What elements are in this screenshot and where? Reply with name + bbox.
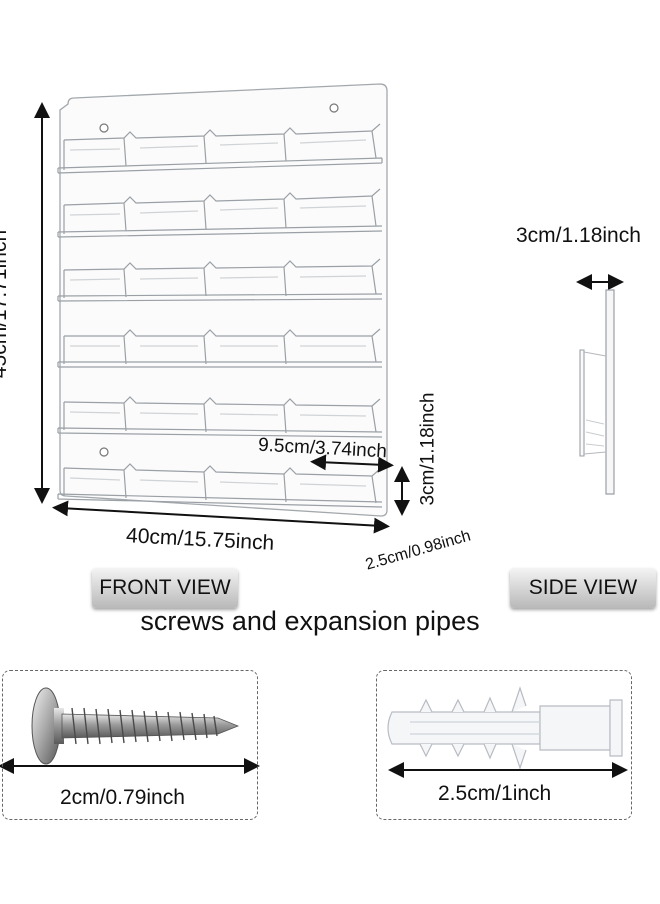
dimension-arrows [34,102,410,534]
front-view-label: FRONT VIEW [92,568,238,608]
pocket-height-label: 3cm/1.18inch [417,392,439,506]
screw-box [2,670,258,820]
side-view-diagram [576,274,624,495]
anchor-box [376,670,632,820]
anchor-illustration [387,686,623,770]
side-depth-label: 3cm/1.18inch [516,224,641,247]
screw-length-label: 2cm/0.79inch [60,786,185,809]
hardware-section-title: screws and expansion pipes [140,606,480,636]
height-dimension-label: 45cm/17.71inch [0,229,12,379]
pocket-rows [57,123,383,508]
side-view-label: SIDE VIEW [510,568,656,608]
anchor-length-label: 2.5cm/1inch [438,782,552,805]
